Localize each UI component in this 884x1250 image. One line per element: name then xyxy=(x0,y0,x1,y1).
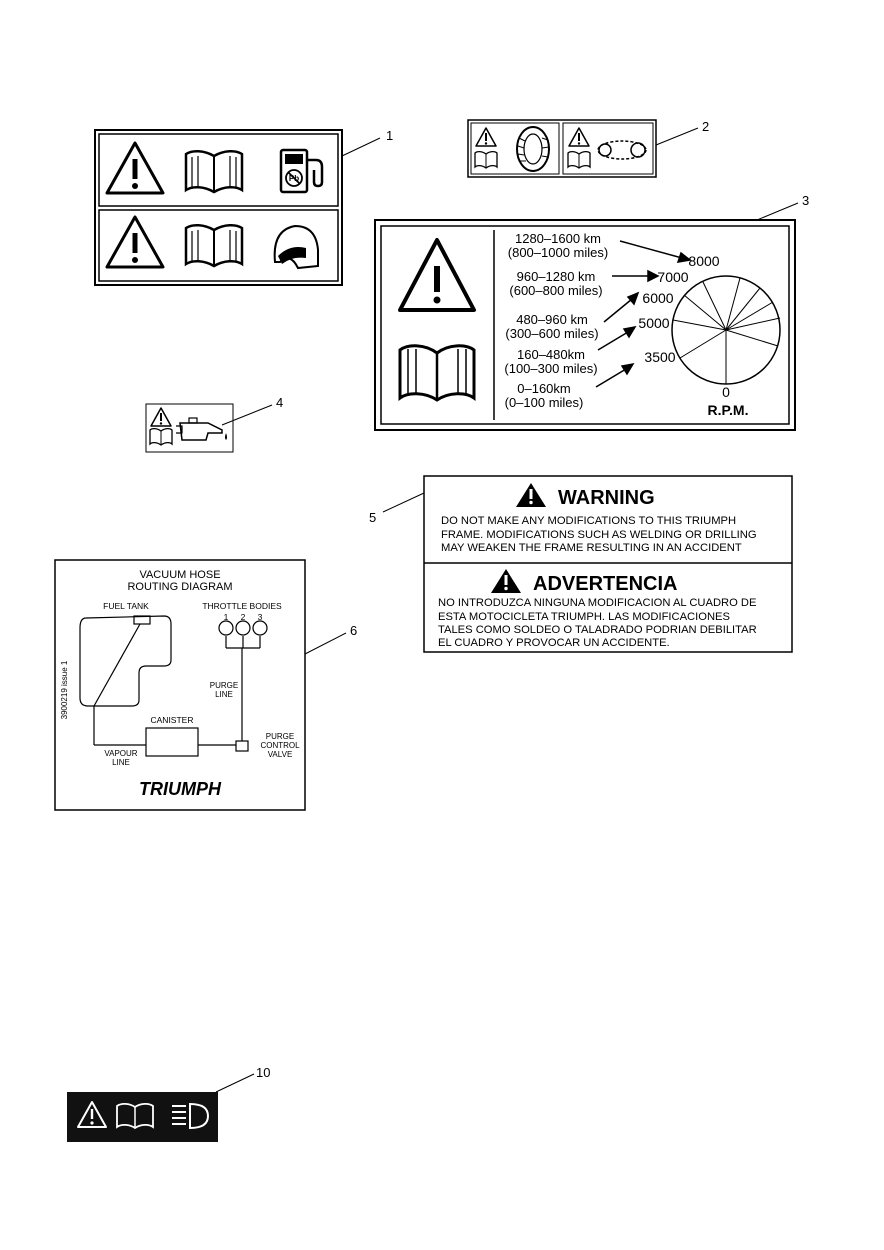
label-10 xyxy=(67,1092,218,1142)
warning-triangle-icon xyxy=(516,483,546,507)
rpm-5000: 5000 xyxy=(638,315,669,331)
rpm-6000: 6000 xyxy=(642,290,673,306)
manual-book-icon xyxy=(184,223,244,268)
warning-triangle-icon xyxy=(105,141,165,195)
callout-10: 10 xyxy=(256,1065,270,1080)
canister-label: CANISTER xyxy=(151,715,194,725)
warning-line-2: FRAME. MODIFICATIONS SUCH AS WELDING OR … xyxy=(441,529,757,541)
issue-number: 3900219 issue 1 xyxy=(60,660,69,719)
vapour-line-label-1: VAPOUR xyxy=(104,749,137,758)
rpm-dial: 8000 7000 6000 5000 3500 0 R.P.M. xyxy=(638,253,781,418)
manual-book-icon xyxy=(398,344,476,402)
manual-book-icon xyxy=(149,427,173,446)
mileage-miles-4: (100–300 miles) xyxy=(504,361,597,376)
label-5: WARNING DO NOT MAKE ANY MODIFICATIONS TO… xyxy=(423,475,793,653)
headlight-icon xyxy=(172,1102,210,1130)
mileage-miles-1: (800–1000 miles) xyxy=(508,245,608,260)
advertencia-line-4: EL CUADRO Y PROVOCAR UN ACCIDENTE. xyxy=(438,637,670,649)
warning-triangle-icon xyxy=(150,407,172,427)
purge-valve-label-1: PURGE xyxy=(266,732,294,741)
triumph-logo: TRIUMPH xyxy=(139,779,222,799)
fuel-tank-shape xyxy=(79,615,172,707)
warning-triangle-icon xyxy=(475,127,497,147)
warning-line-1: DO NOT MAKE ANY MODIFICATIONS TO THIS TR… xyxy=(441,515,736,527)
warning-title: WARNING xyxy=(558,487,655,509)
purge-valve-label-2: CONTROL xyxy=(260,741,300,750)
warning-triangle-icon xyxy=(398,238,476,312)
callout-4: 4 xyxy=(276,395,283,410)
canister-shape xyxy=(145,727,199,757)
rpm-3500: 3500 xyxy=(644,349,675,365)
callout-2: 2 xyxy=(702,119,709,134)
manual-book-icon xyxy=(116,1102,154,1130)
mileage-km-3: 480–960 km xyxy=(516,312,588,327)
manual-book-icon xyxy=(184,149,244,194)
label-4 xyxy=(145,403,234,453)
warning-triangle-icon xyxy=(77,1101,107,1128)
advertencia-title: ADVERTENCIA xyxy=(533,573,677,595)
callout-3: 3 xyxy=(802,193,809,208)
oil-can-icon xyxy=(176,417,227,441)
callout-5: 5 xyxy=(369,510,376,525)
chain-icon xyxy=(597,140,647,160)
label-3: 1280–1600 km (800–1000 miles) 960–1280 k… xyxy=(374,219,796,431)
label-1: Pb xyxy=(94,129,343,286)
advertencia-line-1: NO INTRODUZCA NINGUNA MODIFICACION AL CU… xyxy=(438,597,756,609)
warning-triangle-icon xyxy=(568,127,590,147)
label-2 xyxy=(467,119,657,178)
fuel-tank-label: FUEL TANK xyxy=(103,601,149,611)
mileage-miles-2: (600–800 miles) xyxy=(509,283,602,298)
purge-valve-label-3: VALVE xyxy=(268,750,293,759)
throttle-body-number-2: 2 xyxy=(241,612,246,622)
purge-line-label-1: PURGE xyxy=(210,681,238,690)
mileage-km-1: 1280–1600 km xyxy=(515,231,601,246)
purge-line-label-2: LINE xyxy=(215,690,233,699)
rpm-8000: 8000 xyxy=(688,253,719,269)
arrows xyxy=(595,240,692,388)
label-6: VACUUM HOSE ROUTING DIAGRAM FUEL TANK TH… xyxy=(54,559,306,811)
throttle-body-number-1: 1 xyxy=(224,612,229,622)
rpm-7000: 7000 xyxy=(657,269,688,285)
mileage-km-4: 160–480km xyxy=(517,347,585,362)
fuel-pump-unleaded-icon: Pb xyxy=(279,148,324,194)
callout-1: 1 xyxy=(386,128,393,143)
mileage-miles-5: (0–100 miles) xyxy=(505,395,584,410)
routing-title-1: VACUUM HOSE xyxy=(139,569,220,581)
vapour-line-label-2: LINE xyxy=(112,758,130,767)
advertencia-triangle-icon xyxy=(491,569,521,593)
helmet-icon xyxy=(273,224,319,270)
manual-book-icon xyxy=(567,150,591,169)
warning-line-3: MAY WEAKEN THE FRAME RESULTING IN AN ACC… xyxy=(441,542,742,554)
throttle-bodies-label: THROTTLE BODIES xyxy=(202,601,282,611)
manual-book-icon xyxy=(474,150,498,169)
throttle-body-number-3: 3 xyxy=(258,612,263,622)
mileage-miles-3: (300–600 miles) xyxy=(505,326,598,341)
advertencia-line-2: ESTA MOTOCICLETA TRIUMPH. LAS MODIFICACI… xyxy=(438,611,730,623)
purge-valve-shape xyxy=(235,740,249,752)
mileage-km-5: 0–160km xyxy=(517,381,570,396)
advertencia-line-3: TALES COMO SOLDEO O TALADRADO PODRIAN DE… xyxy=(438,624,757,636)
tyre-icon xyxy=(516,126,550,172)
rpm-0: 0 xyxy=(722,384,730,400)
svg-text:Pb: Pb xyxy=(289,174,299,183)
callout-6: 6 xyxy=(350,623,357,638)
warning-triangle-icon xyxy=(105,215,165,269)
routing-title-2: ROUTING DIAGRAM xyxy=(127,581,232,593)
rpm-label: R.P.M. xyxy=(708,402,749,418)
mileage-km-2: 960–1280 km xyxy=(517,269,596,284)
